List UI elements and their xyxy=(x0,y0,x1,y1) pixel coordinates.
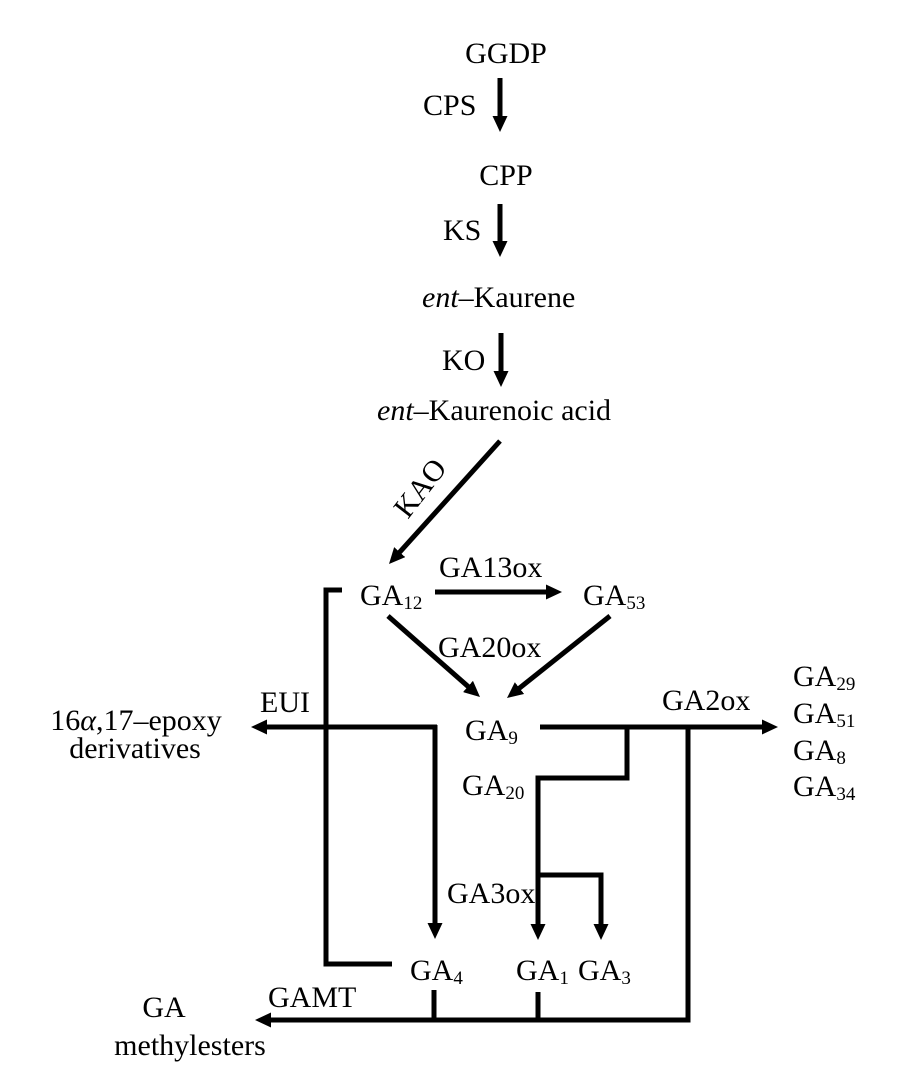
compound-ga4: GA4 xyxy=(410,954,463,989)
compound-subscript: 3 xyxy=(621,968,631,989)
arrow-ga20-to-ga3 xyxy=(538,872,609,940)
enzyme-ks-label: KS xyxy=(443,214,481,247)
compound-ga3: GA3 xyxy=(578,954,631,989)
compound-ga9: GA9 xyxy=(465,714,518,749)
compound-subscript: 9 xyxy=(508,728,518,749)
enzyme-ga2ox-label: GA2ox xyxy=(662,684,750,717)
compound-ga20: GA20 xyxy=(462,769,524,804)
product-ga34: GA34 xyxy=(793,770,856,805)
compound-subscript: 29 xyxy=(836,674,855,695)
enzyme-kao-label: KAO xyxy=(387,453,453,525)
compound-subscript: 4 xyxy=(453,968,463,989)
compound-cpp: CPP xyxy=(479,159,532,192)
compound-subscript: 51 xyxy=(836,711,855,732)
product-ga8: GA8 xyxy=(793,734,846,769)
epoxy-rest: ,17–epoxy xyxy=(96,704,222,737)
compound-subscript: 12 xyxy=(403,593,422,614)
compound-subscript: 8 xyxy=(836,748,846,769)
compound-ent-kaurene: ent–Kaurene xyxy=(422,281,575,314)
compound-ga1: GA1 xyxy=(516,954,569,989)
compound-base: GA xyxy=(462,769,506,802)
compound-subscript: 20 xyxy=(505,783,524,804)
compound-name: –Kaurene xyxy=(458,281,576,314)
enzyme-eui-label: EUI xyxy=(260,686,310,719)
compound-base: GA xyxy=(516,954,560,987)
compound-base: GA xyxy=(578,954,622,987)
enzyme-ko-label: KO xyxy=(442,344,485,377)
enzyme-ga20ox-label: GA20ox xyxy=(438,631,541,664)
product-ga-methylesters-line1: GA xyxy=(142,991,186,1024)
product-epoxy-derivatives-line2: derivatives xyxy=(69,732,201,765)
compound-base: GA xyxy=(793,660,837,693)
enzyme-ga13ox-label: GA13ox xyxy=(439,551,542,584)
compound-ggdp: GGDP xyxy=(465,37,547,70)
compound-base: GA xyxy=(465,714,509,747)
compound-ga53: GA53 xyxy=(583,579,645,614)
enzyme-cps-label: CPS xyxy=(423,89,476,122)
enzyme-ga3ox-label: GA3ox xyxy=(447,877,535,910)
arrow-ga20-to-ga1 xyxy=(530,725,630,940)
ent-prefix: ent xyxy=(422,281,459,314)
product-ga29: GA29 xyxy=(793,660,855,695)
arrow-ga53-to-ga9 xyxy=(506,614,612,699)
compound-base: GA xyxy=(583,579,627,612)
epoxy-number: 16 xyxy=(50,704,80,737)
product-ga-methylesters-line2: methylesters xyxy=(114,1029,266,1062)
compound-base: GA xyxy=(793,734,837,767)
ent-prefix: ent xyxy=(377,394,414,427)
connector-ga12-to-ga4 xyxy=(323,587,392,967)
arrow-ga12-to-ga9 xyxy=(386,614,481,698)
compound-base: GA xyxy=(410,954,454,987)
product-ga51: GA51 xyxy=(793,697,855,732)
compound-ent-kaurenoic-acid: ent–Kaurenoic acid xyxy=(377,394,611,427)
compound-base: GA xyxy=(360,579,404,612)
compound-subscript: 1 xyxy=(559,968,569,989)
compound-base: GA xyxy=(793,697,837,730)
compound-subscript: 34 xyxy=(836,784,856,805)
compound-base: GA xyxy=(793,770,837,803)
compound-name: –Kaurenoic acid xyxy=(413,394,611,427)
compound-ga12: GA12 xyxy=(360,579,422,614)
enzyme-gamt-label: GAMT xyxy=(268,981,356,1014)
product-epoxy-derivatives-line1: 16α,17–epoxy xyxy=(50,704,222,737)
arrow-ent-kaurenoic-acid-to-ga12 xyxy=(389,439,502,565)
compound-subscript: 53 xyxy=(626,593,645,614)
alpha-symbol: α xyxy=(80,704,97,737)
connector-ga2ox-to-gamt xyxy=(536,725,691,1023)
